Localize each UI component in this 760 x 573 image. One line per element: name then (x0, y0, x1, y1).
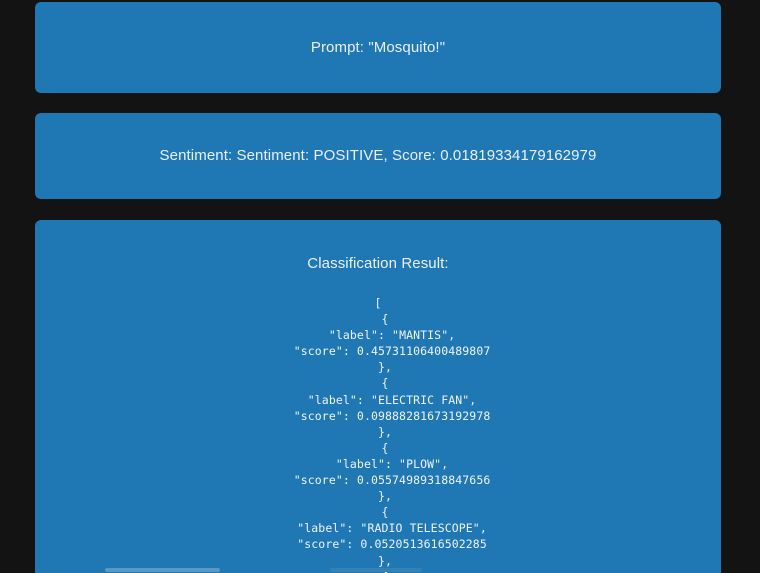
horizontal-scrollbar-thumb-secondary[interactable] (330, 568, 422, 572)
classification-json: [ { "label": "MANTIS", "score": 0.457311… (293, 296, 491, 573)
horizontal-scrollbar-thumb[interactable] (105, 568, 220, 572)
panel-stack: Prompt: "Mosquito!" Sentiment: Sentiment… (35, 2, 721, 573)
prompt-panel: Prompt: "Mosquito!" (35, 2, 721, 93)
sentiment-text: Sentiment: Sentiment: POSITIVE, Score: 0… (159, 147, 597, 164)
classification-panel: Classification Result: [ { "label": "MAN… (35, 220, 721, 573)
sentiment-panel: Sentiment: Sentiment: POSITIVE, Score: 0… (35, 113, 721, 199)
horizontal-scrollbar[interactable] (0, 564, 760, 573)
classification-heading: Classification Result: (307, 255, 449, 272)
prompt-text: Prompt: "Mosquito!" (310, 38, 446, 56)
